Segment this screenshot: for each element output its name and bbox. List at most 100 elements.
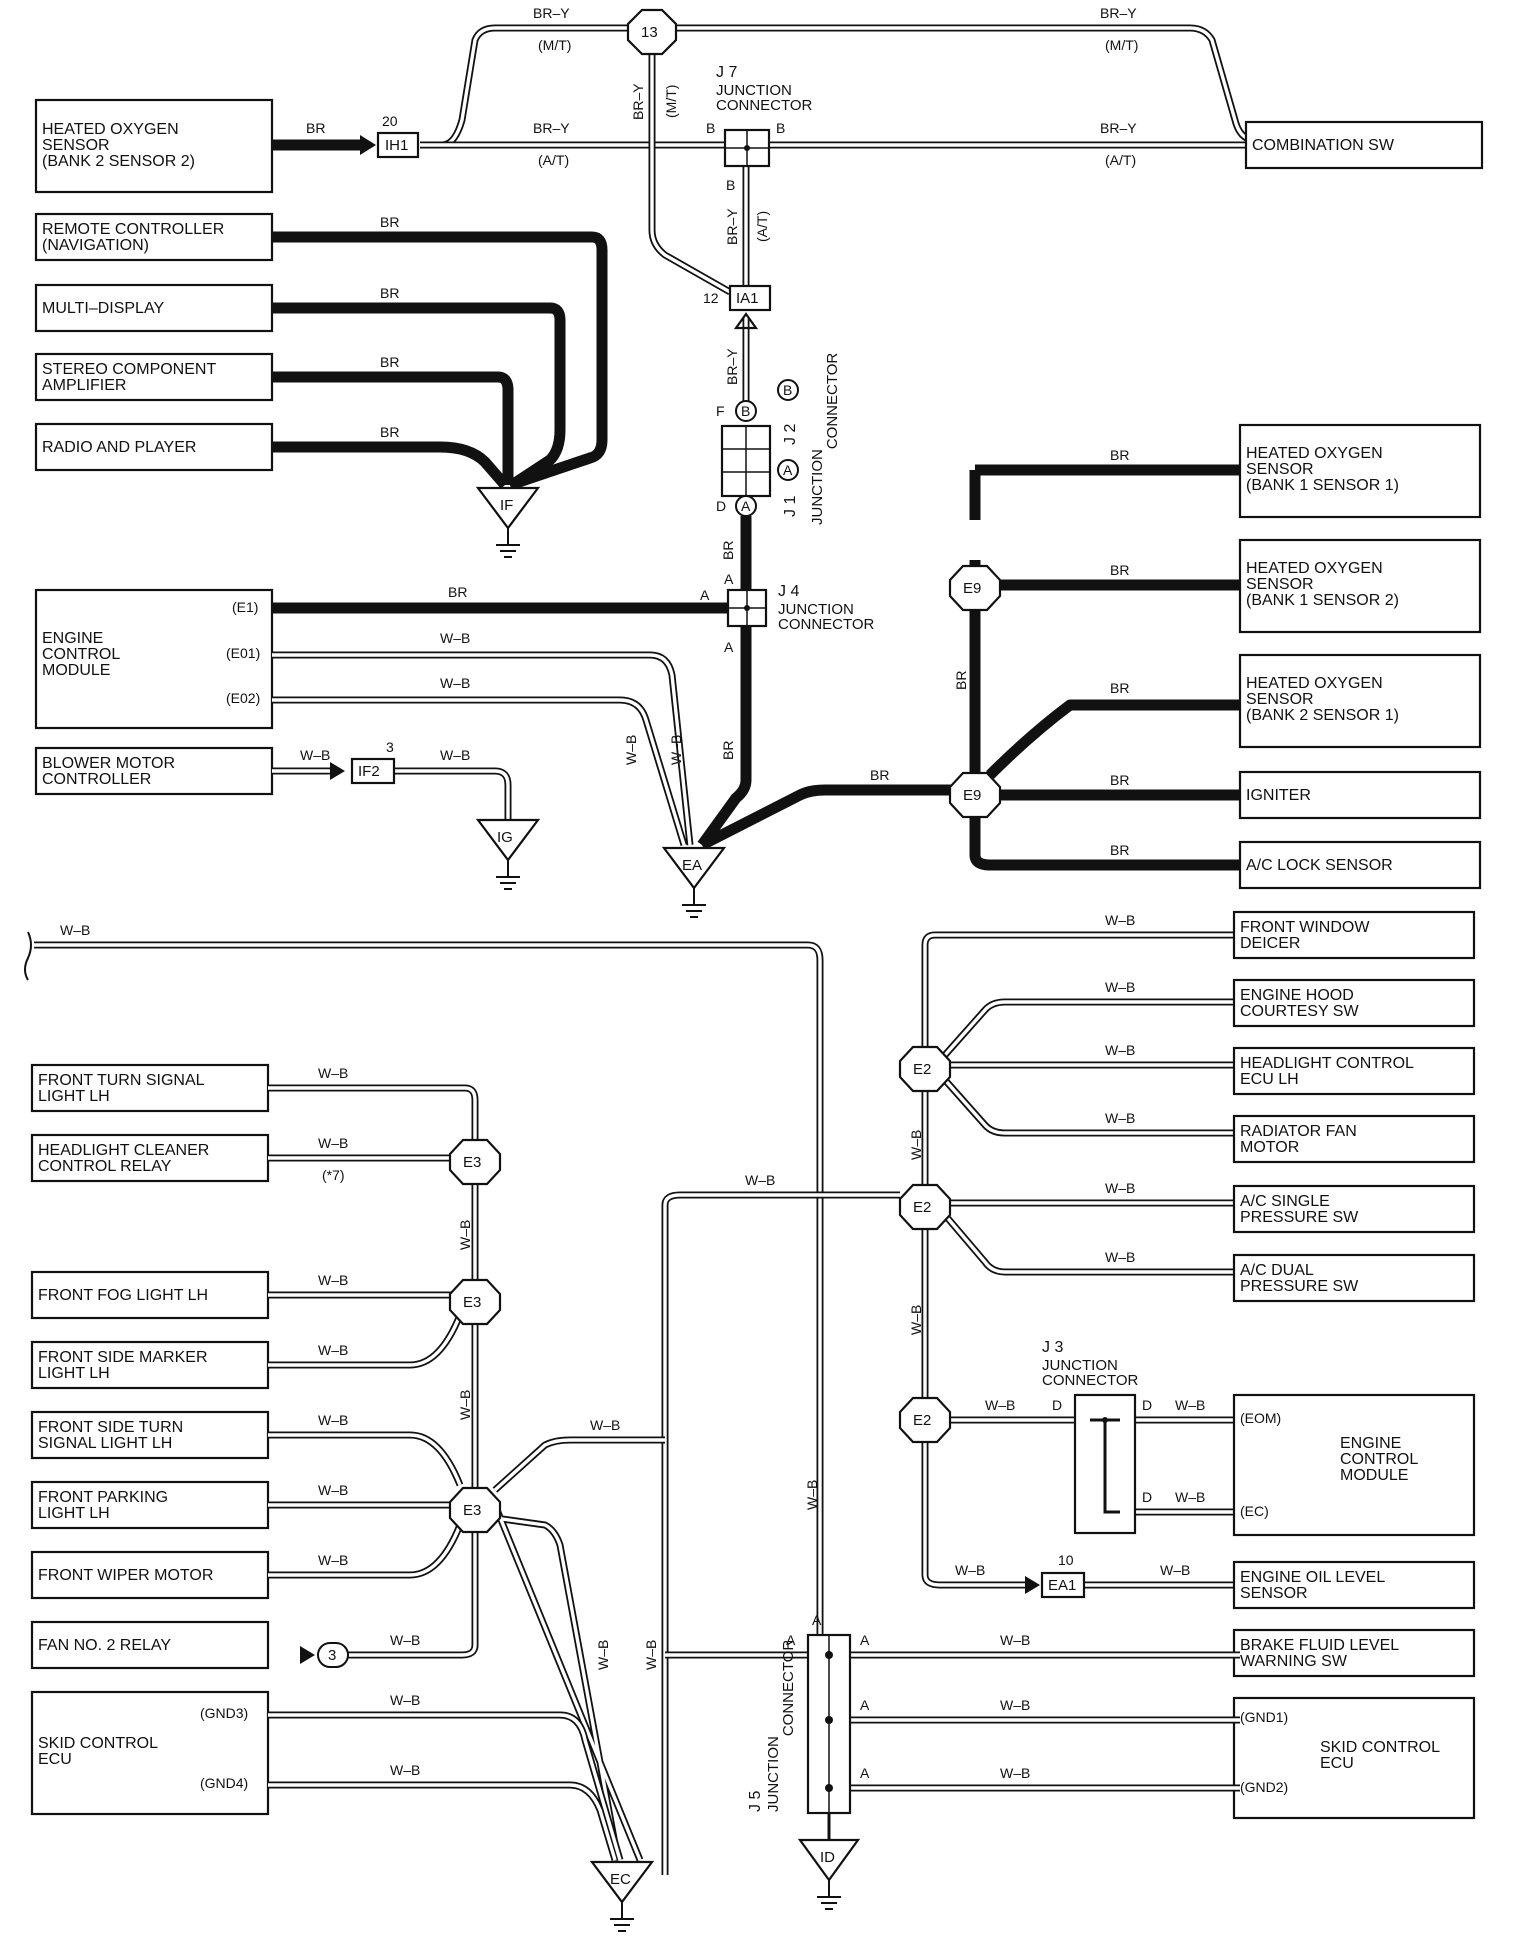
combination-sw-box [1244,120,1484,170]
splice-e3-3 [448,1486,502,1534]
splice-e9-upper [948,564,1002,612]
label-components-fan-no2: FAN NO. 2 RELAY [38,1637,171,1654]
label-connectors-if2: IF2 [358,763,380,780]
label-wires-br: BR [870,767,889,783]
ground-if-label: IF [500,497,513,514]
label-components-igniter: IGNITER [1246,787,1311,804]
connector-ia1-label: IA1 [736,290,759,307]
label-pins-e01: (E01) [226,645,260,661]
wire-label-mt-v: (M/T) [663,85,679,118]
label-wires-br: BR [1110,772,1129,788]
label-wires-wb: W–B [643,1640,659,1670]
wire-label-mt-2: (M/T) [1105,37,1138,53]
label-wires-wb: W–B [1000,1697,1030,1713]
label-junctions-j12-id2: J 2 [782,424,799,445]
label-pins-e1: (E1) [232,599,258,615]
splice-node-13-label: 13 [641,24,658,41]
label-wires-wb: W–B [590,1417,620,1433]
label-wires-wb: W–B [595,1640,611,1670]
label-wires-br: BR [1110,680,1129,696]
arrow-icon [360,135,376,155]
label-nodes-e3: E3 [463,1294,481,1311]
label-junctions-j5-id: J 5 [747,1791,764,1812]
splice-e2-2 [898,1183,952,1231]
label-pins-gnd3: (GND3) [200,1705,248,1721]
ground-ea-icon [661,846,727,890]
label-wires-wb: W–B [908,1130,924,1160]
label-junctions-pin-a: A [812,1612,822,1628]
ho2-bank2-sensor2-box [34,98,274,194]
ground-if-icon [475,486,541,530]
label-wires-wb: W–B [1105,1249,1135,1265]
label-wires-wb: W–B [1105,979,1135,995]
label-junctions-j12-label: JUNCTIONCONNECTOR [809,353,841,525]
label-wires-wb: W–B [668,735,684,765]
label-wires-br: BR [1110,447,1129,463]
label-wires-br: BR [448,584,467,600]
label-wires-wb: W–B [745,1172,775,1188]
label-wires-wb: W–B [1105,1180,1135,1196]
label-junctions-pin-f: F [716,403,725,419]
label-wires-br: BR [1110,842,1129,858]
label-nodes-e9: E9 [963,580,981,597]
label-nodes-e3: E3 [463,1154,481,1171]
label-pins-e02: (E02) [226,690,260,706]
label-wires-br: BR [380,354,399,370]
label-pins-gnd4: (GND4) [200,1775,248,1791]
connector-if2 [350,757,396,785]
label-wires-wb: W–B [1160,1562,1190,1578]
label-junctions-pin-a: A [724,639,734,655]
label-wires-wb: W–B [623,735,639,765]
splice-e2-1 [898,1045,952,1093]
label-wires-wb: W–B [440,747,470,763]
label-wires-br: BR [380,285,399,301]
label-wires-wb: W–B [440,675,470,691]
label-connectors-ea1: EA1 [1048,1577,1076,1594]
ground-ea-label: EA [682,857,702,874]
combination-sw-label: COMBINATION SW [1252,137,1395,154]
label-nodes-e3: E3 [463,1502,481,1519]
ground-id-icon [797,1838,861,1882]
label-components-front-fog-lh: FRONT FOG LIGHT LH [38,1287,208,1304]
label-wires-wb: W–B [300,747,330,763]
label-wires-wb: W–B [804,1480,820,1510]
label-wires-wb: W–B [318,1065,348,1081]
label-wires-wb: W–B [1175,1397,1205,1413]
bottom-wb-wiring: W–B W–B W–B W–B W–B W–B W–B W–B W–B W–B … [24,912,1240,1875]
label-nodes-e2: E2 [913,1412,931,1429]
wire-label-at-v: (A/T) [754,211,770,242]
wire-label-at-2: (A/T) [1105,152,1136,168]
label-nodes-e9: E9 [963,787,981,804]
label-wires-br: BR [953,671,969,690]
wire-label-bry-v3: BR–Y [724,348,740,385]
label-wires-wb: W–B [318,1135,348,1151]
ho2-b2s1-box [1238,653,1482,749]
wire-label-b-1: B [706,120,715,136]
ho2-b1s2-box [1238,538,1482,634]
label-nodes-e2: E2 [913,1199,931,1216]
label-grounds-id: ID [820,1849,835,1866]
wire-label-bry-1: BR–Y [533,5,570,21]
connector-ih1-number: 20 [382,113,398,129]
ecm-left-box [34,588,274,730]
label-wires-wb: W–B [985,1397,1015,1413]
label-junctions-pin-d: D [1142,1397,1152,1413]
label-wires-wb: W–B [1175,1489,1205,1505]
label-pins-ec: (EC) [1240,1503,1269,1519]
label-wires-wb: W–B [318,1342,348,1358]
